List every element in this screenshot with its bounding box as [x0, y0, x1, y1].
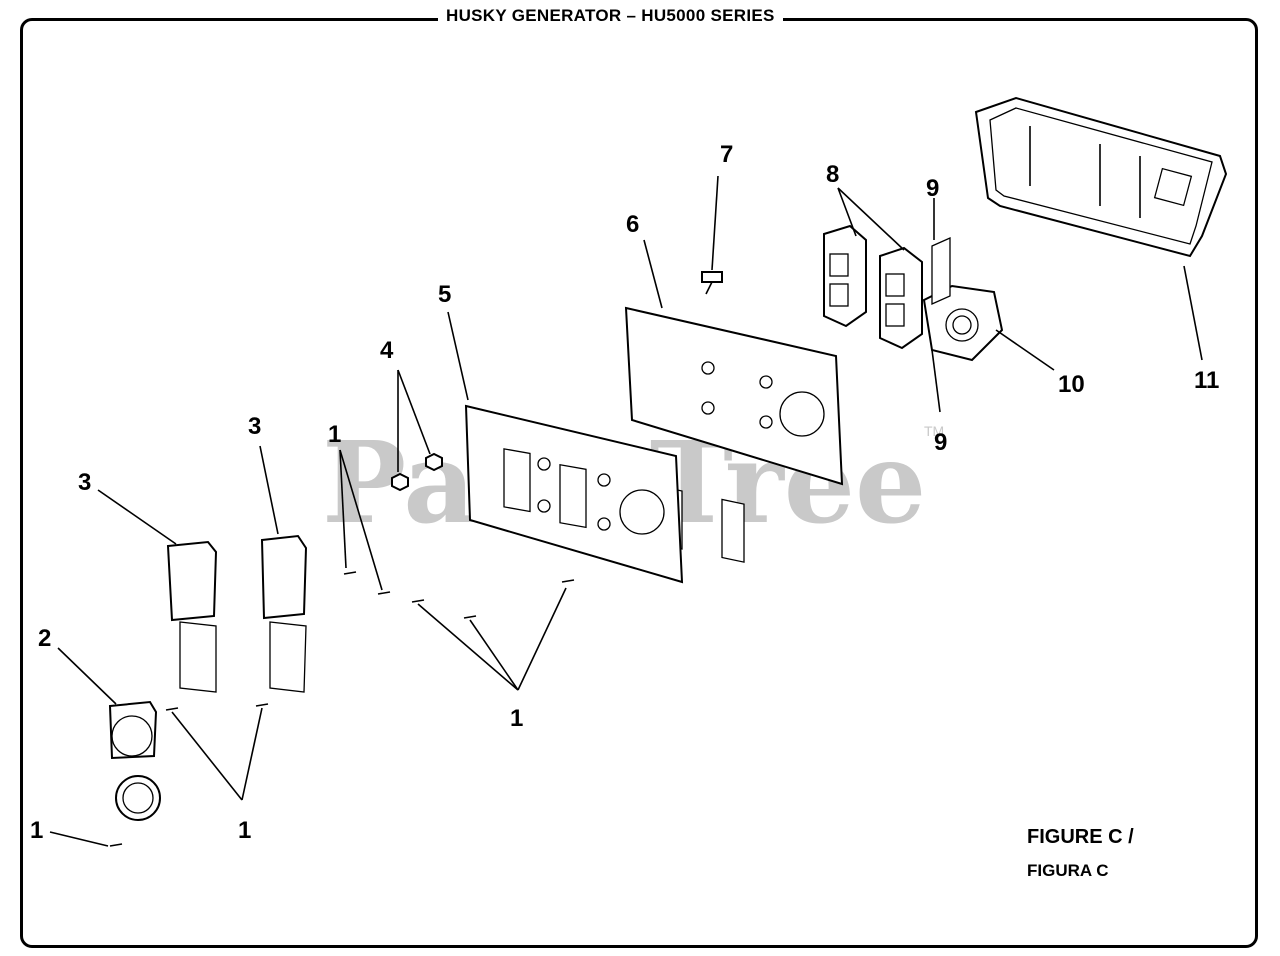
part-twistlock-receptacle — [922, 236, 1004, 362]
callout-3-left: 3 — [78, 469, 91, 496]
part-rectangular-covers — [166, 534, 308, 693]
callout-10: 10 — [1058, 371, 1085, 398]
callout-6: 6 — [626, 211, 639, 238]
callout-2: 2 — [38, 625, 51, 652]
part-small-screws — [109, 571, 575, 847]
watermark-tm: TM — [924, 423, 944, 439]
callout-5: 5 — [438, 281, 451, 308]
callout-8: 8 — [826, 161, 839, 188]
part-round-cover — [108, 700, 161, 821]
callout-labels: 3 3 2 1 1 1 1 4 5 6 7 8 9 9 10 11 — [30, 141, 1219, 844]
part-outlet-box — [974, 96, 1228, 258]
leader-lines — [49, 175, 1203, 847]
figure-label-english: FIGURE C / — [1027, 826, 1134, 848]
callout-1-upper: 1 — [328, 421, 341, 448]
part-screw — [701, 271, 723, 295]
callout-4: 4 — [380, 337, 394, 364]
page-title: HUSKY GENERATOR – HU5000 SERIES — [438, 6, 783, 26]
callout-3-right: 3 — [248, 413, 261, 440]
callout-1-lower: 1 — [238, 817, 251, 844]
callout-1-bottom-left: 1 — [30, 817, 43, 844]
callout-11: 11 — [1194, 367, 1219, 394]
callout-1-middle: 1 — [510, 705, 523, 732]
callout-9-top: 9 — [926, 175, 939, 202]
callout-7: 7 — [720, 141, 733, 168]
callout-9-bottom: 9 — [934, 429, 947, 456]
part-front-plate — [464, 404, 684, 584]
part-hex-nuts — [391, 452, 443, 492]
figure-label-spanish: FIGURA C — [1027, 861, 1109, 880]
part-duplex-receptacles — [823, 224, 923, 350]
